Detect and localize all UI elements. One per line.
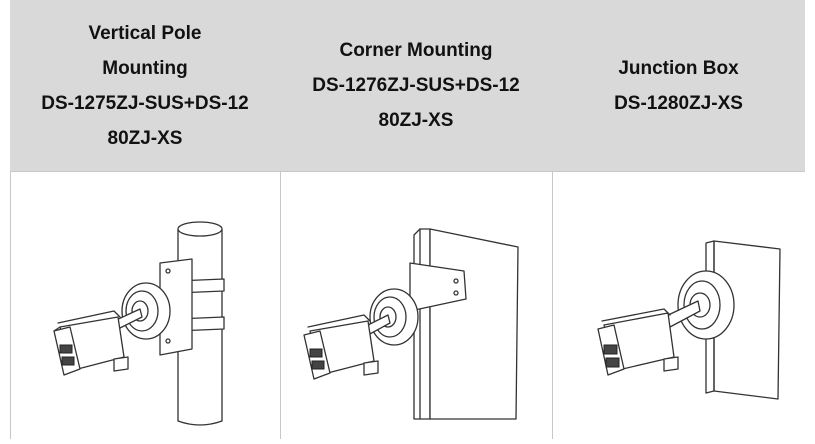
header-line: DS-1276ZJ-SUS+DS-12 (312, 75, 520, 96)
cell-divider (552, 171, 553, 439)
header-cell-vertical-pole: Vertical Pole Mounting DS-1275ZJ-SUS+DS-… (10, 0, 280, 171)
cell-divider (280, 171, 281, 439)
row-divider (10, 171, 805, 172)
header-line: 80ZJ-XS (378, 110, 454, 131)
cell-divider (10, 171, 11, 439)
header-line: DS-1275ZJ-SUS+DS-12 (41, 92, 249, 114)
header-line: 80ZJ-XS (107, 127, 183, 149)
header-line: DS-1280ZJ-XS (614, 92, 743, 114)
camera-on-junction-box-illustration (552, 171, 805, 439)
header-line: Junction Box (618, 57, 739, 79)
camera-on-pole-mount-illustration (10, 171, 280, 439)
header-cell-corner: Corner Mounting DS-1276ZJ-SUS+DS-12 80ZJ… (280, 0, 552, 171)
camera-on-corner-mount-illustration (280, 171, 552, 439)
header-line: Mounting (102, 57, 188, 79)
mounting-options-table: Vertical Pole Mounting DS-1275ZJ-SUS+DS-… (10, 0, 805, 439)
header-line: Corner Mounting (339, 40, 493, 61)
header-cell-junction-box: Junction Box DS-1280ZJ-XS (552, 0, 805, 171)
table-header-row: Vertical Pole Mounting DS-1275ZJ-SUS+DS-… (10, 0, 805, 171)
header-line: Vertical Pole (88, 22, 202, 44)
